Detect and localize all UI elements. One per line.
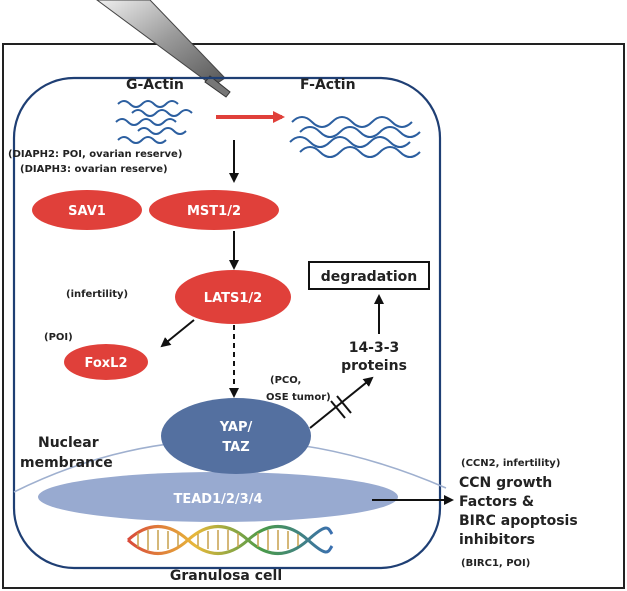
output-line2: Factors & [459,494,534,510]
taz-label: TAZ [222,440,249,455]
lats-to-foxl2-arrow [160,319,195,348]
sav1-label: SAV1 [68,204,106,219]
degradation-label: degradation [321,269,417,285]
granulosa-cell-membrane [12,76,442,570]
block-mark-1 [330,400,346,419]
yap-label: YAP/ [219,420,253,435]
mst-label: MST1/2 [187,204,241,219]
ccn2-note: (CCN2, infertility) [461,458,560,469]
lats-label: LATS1/2 [204,291,262,306]
diaph3-note: (DIAPH3: ovarian reserve) [20,164,168,175]
proteins-line2: proteins [341,358,407,374]
tead-label: TEAD1/2/3/4 [173,492,262,507]
f-actin-filaments [289,116,421,158]
yap-to-proteins-arrow [309,376,374,429]
lats-infertility-note: (infertility) [66,289,128,300]
yap-taz-node [161,398,311,474]
lats-node [175,270,291,324]
sav1-node [32,190,142,230]
g-actin-label: G-Actin [126,77,184,93]
diaph2-note: (DIAPH2: POI, ovarian reserve) [8,149,182,160]
f-actin-label: F-Actin [300,77,356,93]
g-actin-filaments [115,100,193,144]
output-line1: CCN growth [459,475,552,491]
foxl2-poi-note: (POI) [44,332,73,343]
birc1-note: (BIRC1, POI) [461,558,530,569]
tead-node [38,472,398,522]
yap-ose-note: OSE tumor) [266,392,331,403]
granulosa-cell-label: Granulosa cell [170,568,282,584]
nuclear-label-line2: membrance [20,455,113,471]
outer-frame [2,43,625,589]
output-line4: inhibitors [459,532,535,548]
mst-node [149,190,279,230]
foxl2-label: FoxL2 [85,356,128,371]
proteins-line1: 14-3-3 [349,340,400,356]
dna-icon [126,525,334,555]
block-mark-2 [336,395,352,414]
output-line3: BIRC apoptosis [459,513,578,529]
nuclear-label-line1: Nuclear [38,435,99,451]
degradation-box [308,261,430,290]
foxl2-node [64,344,148,380]
yap-pco-note: (PCO, [270,375,301,386]
